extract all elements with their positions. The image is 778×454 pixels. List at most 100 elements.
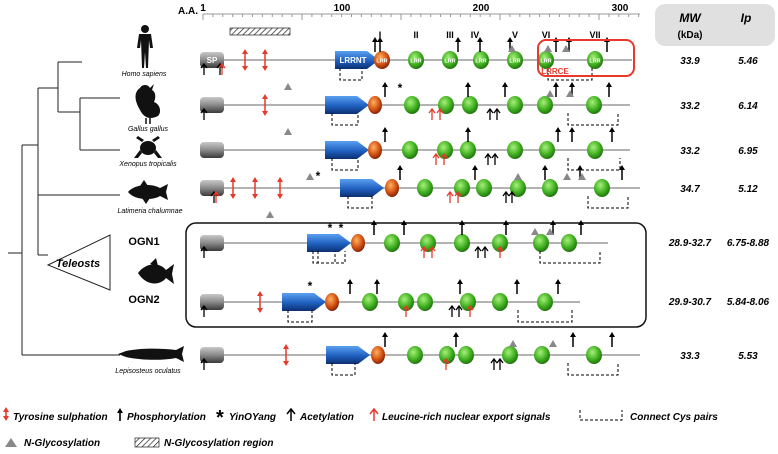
acetylation-icon (446, 190, 454, 203)
lrr-first-domain (385, 179, 399, 197)
lrr-domain (462, 96, 478, 114)
cys-pair-bracket (317, 251, 346, 264)
legend-nes: Leucine-rich nuclear export signals (369, 407, 551, 423)
tyrosine-sulphation-icon (252, 177, 258, 199)
lrr-domain (542, 179, 558, 197)
lrr-domain (398, 293, 414, 311)
acetylation-icon (432, 152, 440, 165)
mw-unit: (kDa) (677, 30, 702, 41)
phosphorylation-icon (459, 220, 465, 225)
cys-pair-bracket (539, 251, 601, 264)
lrr-domain (476, 179, 492, 197)
asterisk-icon: * (216, 407, 224, 429)
phosphorylation-icon (465, 127, 471, 132)
acetylation-icon (481, 245, 489, 258)
ip-value: 6.95 (738, 146, 758, 157)
lrrnt-domain (282, 293, 326, 311)
lrrce-box (537, 39, 635, 77)
phosphorylation-icon (371, 220, 377, 225)
legend-n-glycosylation: N-Glycosylation (5, 438, 100, 449)
signal-peptide-box (200, 180, 224, 196)
legend-nglyco-region-label: N-Glycosylation region (164, 438, 273, 449)
acetylation-icon (200, 107, 208, 120)
phosphorylation-icon (472, 165, 478, 170)
lrr-domain (384, 234, 400, 252)
n-glycosylation-region-bar (229, 27, 291, 36)
lrr-first-domain (325, 293, 339, 311)
lrr-domain (538, 51, 554, 69)
cys-pair-bracket (331, 363, 356, 376)
phosphorylation-icon (609, 127, 615, 132)
signal-peptide-box (200, 235, 224, 251)
n-glycosylation-icon (562, 45, 570, 52)
lrr-domain (438, 96, 454, 114)
axis-tick-label: 1 (200, 3, 206, 14)
acetylation-icon (200, 62, 208, 75)
yinoyang-icon: * (308, 279, 313, 293)
legend-phosphorylation: Phosphorylation (117, 408, 206, 423)
legend-yinoyang: * YinOYang (216, 407, 276, 429)
cys-pair-bracket (567, 113, 619, 126)
acetylation-icon (474, 245, 482, 258)
cys-pair-bracket (287, 310, 313, 323)
cys-pair-bracket (587, 196, 629, 209)
phosphorylation-icon (507, 37, 513, 42)
phosphorylation-icon (609, 332, 615, 337)
tyrosine-sulphation-icon (242, 49, 248, 71)
lrr-domain (561, 234, 577, 252)
phosphorylation-icon (502, 82, 508, 87)
ip-value: 5.12 (738, 184, 758, 195)
signal-peptide-label: SP (207, 56, 218, 65)
phosphorylation-icon (455, 37, 461, 42)
legend-acetyl-label: Acetylation (299, 412, 354, 423)
n-glycosylation-icon (578, 173, 586, 180)
species-name: Xenopus tropicalis (118, 161, 177, 168)
signal-peptide-box (200, 347, 224, 363)
lrr-label: LRR (410, 59, 421, 65)
phosphorylation-icon (578, 220, 584, 225)
header-panel (655, 4, 775, 46)
cys-pair-bracket (567, 363, 619, 376)
acetylation-icon (440, 152, 448, 165)
legend-tyrosine-label: Tyrosine sulphation (13, 412, 108, 423)
lrr-domain (587, 141, 603, 159)
acetylation-icon (496, 357, 504, 370)
teleost-fish-silhouette-icon (138, 258, 174, 284)
lrr-domain (492, 293, 508, 311)
cys-pair-bracket (347, 196, 373, 209)
n-glycosylation-icon (509, 340, 517, 347)
phosphorylation-icon (514, 279, 520, 284)
lrr-domain (533, 234, 549, 252)
motif-numeral: III (446, 30, 454, 40)
phosphorylation-icon (555, 279, 561, 284)
lrr-domain (507, 96, 523, 114)
n-glycosylation-icon (531, 228, 539, 235)
cys-pair-bracket (517, 310, 573, 323)
tyrosine-sulphation-icon (230, 177, 236, 199)
lrr-domain (408, 51, 424, 69)
phosphorylation-icon (477, 37, 483, 42)
lrr-domain (534, 346, 550, 364)
acetylation-icon (428, 107, 436, 120)
lrr-domain (407, 346, 423, 364)
lrr-domain (539, 141, 555, 159)
acetylation-icon (496, 245, 504, 258)
species-name: OGN1 (128, 236, 159, 248)
signal-peptide-box (200, 97, 224, 113)
lrr-label: LRR (376, 59, 387, 65)
motif-numeral: II (413, 30, 418, 40)
motif-numeral: VII (589, 30, 600, 40)
lrr-domain (507, 141, 523, 159)
yinoyang-icon: * (316, 169, 321, 183)
acetylation-icon (420, 245, 428, 258)
lrrnt-domain (326, 346, 370, 364)
human-silhouette-icon (137, 25, 153, 68)
mw-value: 33.9 (680, 56, 700, 67)
phosphorylation-icon (577, 165, 583, 170)
species-name: Lepisosteus oculatus (115, 368, 181, 375)
lrr-label: LRR (475, 59, 486, 65)
phosphorylation-icon (569, 127, 575, 132)
lrr-domain (537, 293, 553, 311)
